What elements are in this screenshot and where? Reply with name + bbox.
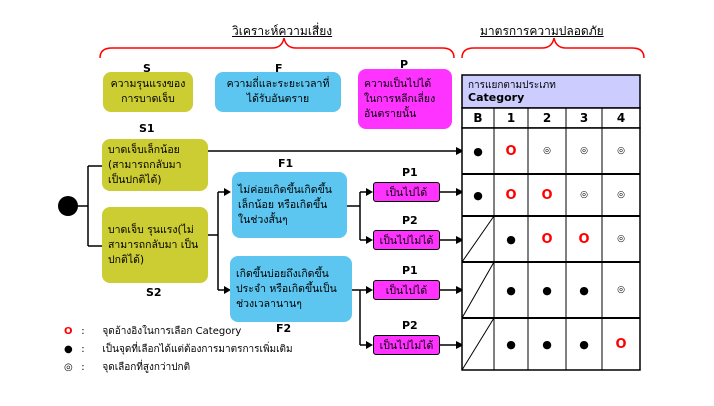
category-column-header: 4 xyxy=(616,111,626,125)
legend-symbol: ● xyxy=(64,344,73,355)
legend-symbol: O xyxy=(64,326,73,337)
category-column-header: B xyxy=(473,111,483,125)
s1-box: บาดเจ็บเล็กน้อย (สามารถกลับมา เป็นปกติได… xyxy=(102,139,208,191)
category-cell-symbol: ● xyxy=(506,232,516,246)
category-cell-symbol: ● xyxy=(506,283,516,297)
category-column-header: 1 xyxy=(506,111,516,125)
p1-label-2: P1 xyxy=(402,264,418,277)
category-cell-symbol: ● xyxy=(506,337,516,351)
factor-f-letter: F xyxy=(275,62,283,75)
category-cell-symbol: ◎ xyxy=(580,190,588,200)
legend-text: จุดเลือกที่สูงกว่าปกติ xyxy=(102,362,191,373)
s2-label: S2 xyxy=(146,286,162,299)
category-table-title: การแยกตามประเภท xyxy=(468,80,556,91)
category-cell-symbol: O xyxy=(578,231,590,247)
risk-analysis-header: วิเคราะห์ความเสี่ยง xyxy=(232,24,333,38)
f2-box: เกิดขึ้นบ่อยถึงเกิดขึ้น ประจำ หรือเกิดขึ… xyxy=(230,256,352,322)
p2-box-2: เป็นไปไม่ได้ xyxy=(373,335,440,355)
category-cell-symbol: ◎ xyxy=(617,285,625,295)
category-column-header: 2 xyxy=(542,111,552,125)
legend-item-additional: ● : เป็นจุดที่เลือกได้แต่ต้องการมาตรการเ… xyxy=(64,344,293,355)
category-cell-symbol: ◎ xyxy=(617,190,625,200)
category-cell-symbol: ● xyxy=(579,283,589,297)
category-cell-symbol: ● xyxy=(542,337,552,351)
legend-text: เป็นจุดที่เลือกได้แต่ต้องการมาตรการเพิ่ม… xyxy=(102,344,293,355)
category-cell-symbol: ◎ xyxy=(580,146,588,156)
category-cell-symbol: ● xyxy=(473,144,483,158)
legend-symbol: ◎ xyxy=(64,362,73,373)
s1-label: S1 xyxy=(139,122,155,135)
p2-box-1: เป็นไปไม่ได้ xyxy=(373,230,440,250)
category-cell-symbol: O xyxy=(541,187,553,203)
category-cell-symbol: ◎ xyxy=(617,234,625,244)
p1-label-1: P1 xyxy=(402,166,418,179)
legend-item-reference: O : จุดอ้างอิงในการเลือก Category xyxy=(64,326,242,337)
category-cell-symbol: ◎ xyxy=(543,146,551,156)
p1-box-2: เป็นไปได้ xyxy=(373,280,440,300)
factor-p-box: ความเป็นไปได้ ในการหลีกเลี่ยง อันตรายนั้… xyxy=(358,69,452,129)
f1-box: ไม่ค่อยเกิดขึ้นเกิดขึ้น เล็กน้อย หรือเกิ… xyxy=(232,172,347,238)
category-column-header: 3 xyxy=(579,111,589,125)
p1-box-1: เป็นไปได้ xyxy=(373,182,440,202)
category-cell-symbol: ● xyxy=(473,188,483,202)
s2-box: บาดเจ็บ รุนแรง(ไม่ สามารถกลับมา เป็นปกติ… xyxy=(102,207,208,283)
factor-s-letter: S xyxy=(143,62,151,75)
legend-item-higher: ◎ : จุดเลือกที่สูงกว่าปกติ xyxy=(64,362,191,373)
safety-measures-header: มาตรการความปลอดภัย xyxy=(480,24,604,38)
category-cell-symbol: ◎ xyxy=(617,146,625,156)
factor-f-box: ความถี่และระยะเวลาที่ ได้รับอันตราย xyxy=(215,72,341,112)
category-cell-symbol: O xyxy=(615,336,627,352)
f2-label: F2 xyxy=(276,322,292,335)
p2-label-2: P2 xyxy=(402,319,418,332)
p2-label-1: P2 xyxy=(402,214,418,227)
category-cell-symbol: ● xyxy=(542,283,552,297)
category-cell-symbol: O xyxy=(505,187,517,203)
category-cell-symbol: O xyxy=(505,143,517,159)
category-cell-symbol: ● xyxy=(579,337,589,351)
factor-s-box: ความรุนแรงของ การบาดเจ็บ xyxy=(103,72,193,112)
legend-text: จุดอ้างอิงในการเลือก Category xyxy=(102,326,242,337)
f1-label: F1 xyxy=(278,157,294,170)
factor-p-letter: P xyxy=(400,58,409,71)
category-table-subtitle: Category xyxy=(468,91,525,104)
category-cell-symbol: O xyxy=(541,231,553,247)
